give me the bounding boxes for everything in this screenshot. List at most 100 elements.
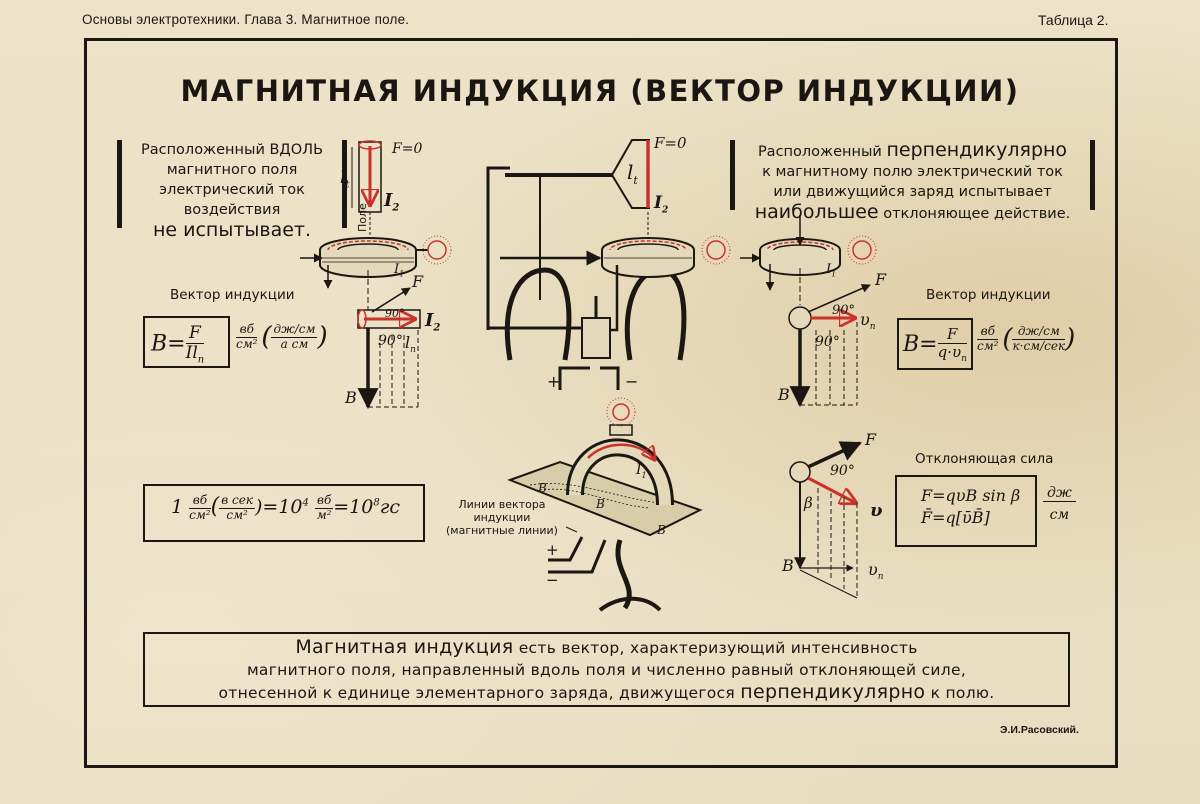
label-lt-center: lt bbox=[627, 160, 638, 187]
right-formula-label: Вектор индукции bbox=[926, 287, 1051, 303]
label-b-magnet-left: B bbox=[538, 481, 547, 495]
force-unit-num: дж bbox=[1043, 485, 1076, 503]
left-formula-num: F bbox=[185, 324, 205, 344]
center-apparatus bbox=[486, 139, 731, 390]
definition-emphasis: Магнитная индукция bbox=[295, 636, 514, 658]
conv-u1-num: вб bbox=[189, 494, 211, 509]
vn-sub: n bbox=[877, 572, 884, 583]
label-field-left: Поле bbox=[356, 203, 369, 232]
i2-text: I bbox=[384, 190, 393, 211]
label-plus-center: + bbox=[547, 372, 561, 391]
i1-text: I bbox=[826, 262, 832, 277]
left-formula-box: B= F Iln bbox=[143, 316, 230, 368]
unit-den: см² bbox=[977, 338, 999, 353]
conv-exp2: 8 bbox=[373, 497, 380, 509]
alt-unit-den: к·см/сек bbox=[1012, 338, 1066, 353]
left-note: Расположенный ВДОЛЬ магнитного поля элек… bbox=[117, 140, 347, 240]
right-note-emphasis: перпендикулярно bbox=[886, 139, 1068, 161]
definition-emphasis-2: перпендикулярно bbox=[740, 681, 926, 703]
right-note-line: или движущийся заряд испытывает bbox=[773, 184, 1052, 200]
conv-u2-num: в сек bbox=[219, 493, 256, 509]
caption-line: Линии вектора bbox=[458, 498, 546, 511]
right-formula-num: F bbox=[937, 326, 967, 344]
lamp-icon bbox=[427, 240, 447, 260]
magnet-caption: Линии вектора индукции (магнитные линии) bbox=[446, 498, 558, 537]
label-ln: ln bbox=[405, 333, 416, 355]
right-formula-box: B= F q·υn bbox=[897, 318, 973, 370]
left-conductor-diagram bbox=[300, 140, 452, 410]
conv-u3-num: вб bbox=[314, 493, 334, 509]
poster-title: МАГНИТНАЯ ИНДУКЦИЯ (ВЕКТОР ИНДУКЦИИ) bbox=[180, 74, 1020, 108]
switch-icon bbox=[581, 317, 611, 359]
label-minus-magnet: − bbox=[546, 571, 559, 589]
label-b-right: B bbox=[778, 385, 790, 404]
label-i1-right: I1 bbox=[826, 262, 836, 279]
i1-sub: 1 bbox=[641, 470, 647, 480]
vn-text: υ bbox=[860, 310, 870, 329]
vn-sub: n bbox=[869, 322, 876, 333]
force-box: F=qυB sin β F̄=q[ῡB̄] bbox=[895, 475, 1037, 547]
header-chapter: Основы электротехники. Глава 3. Магнитно… bbox=[82, 12, 410, 27]
poster-frame bbox=[84, 38, 1118, 768]
label-beta: β bbox=[804, 494, 813, 512]
ln-sub: n bbox=[410, 345, 416, 356]
i2-sub: 2 bbox=[661, 205, 669, 216]
caption-line: (магнитные линии) bbox=[446, 524, 558, 537]
label-plus-magnet: + bbox=[546, 541, 559, 559]
conv-lead: 1 bbox=[171, 496, 184, 518]
conv-eq: =10 bbox=[333, 496, 374, 518]
unit-num: вб bbox=[236, 323, 258, 338]
horseshoe-magnet-diagram bbox=[507, 397, 703, 612]
label-90-right-bottom: 90° bbox=[815, 334, 840, 350]
label-f-zero-left: F=0 bbox=[392, 141, 423, 157]
label-b-magnet-mid: B bbox=[596, 497, 605, 511]
lt-sub: t bbox=[345, 179, 350, 191]
i2-text: I bbox=[425, 310, 434, 331]
force-scalar-formula: F=qυB sin β bbox=[921, 486, 1021, 505]
right-formula-lhs: B= bbox=[903, 332, 938, 358]
left-note-line: электрический ток bbox=[159, 182, 305, 198]
definition-line: к полю. bbox=[930, 684, 995, 702]
lt-sub: t bbox=[633, 174, 638, 187]
label-90-deflect: 90° bbox=[830, 463, 855, 479]
right-formula-den: q·υ bbox=[937, 342, 962, 361]
right-note-prefix: Расположенный bbox=[757, 144, 882, 160]
right-note-line: к магнитному полю электрический ток bbox=[762, 164, 1063, 180]
i2-text: I bbox=[654, 193, 662, 213]
label-i1-left: I1 bbox=[394, 262, 404, 279]
right-note: Расположенный перпендикулярно к магнитно… bbox=[730, 139, 1095, 222]
i1-sub: 1 bbox=[399, 269, 405, 279]
unit-num: вб bbox=[977, 325, 999, 340]
label-i2-left-bottom: I2 bbox=[425, 310, 440, 334]
label-90-left-bottom: 90° bbox=[378, 333, 403, 349]
alt-unit-num: дж/см bbox=[1012, 325, 1066, 340]
alt-unit-num: дж/см bbox=[271, 322, 318, 338]
alt-unit-den: а см bbox=[280, 336, 309, 351]
label-minus-center: − bbox=[625, 372, 639, 391]
i1-text: I bbox=[636, 462, 642, 478]
label-b-left: B bbox=[345, 388, 357, 407]
right-note-emphasis-2: наибольшее bbox=[754, 201, 879, 223]
left-formula-den-sub: n bbox=[197, 354, 205, 366]
label-lt-left: lt bbox=[340, 168, 349, 190]
definition-line: магнитного поля, направленный вдоль поля… bbox=[246, 661, 967, 679]
label-f-left: F bbox=[412, 272, 424, 291]
charge-icon bbox=[788, 306, 812, 330]
definition-line: есть вектор, характеризующий интенсивнос… bbox=[518, 639, 918, 657]
label-b-deflect: B bbox=[782, 556, 794, 575]
label-v: υ bbox=[870, 500, 883, 521]
author-signature: Э.И.Расовский. bbox=[1000, 724, 1079, 736]
i1-sub: 1 bbox=[831, 269, 837, 279]
definition-line: отнесенной к единице элементарного заряд… bbox=[218, 684, 736, 702]
caption-line: индукции bbox=[473, 511, 531, 524]
conv-u3-den: м² bbox=[316, 507, 332, 522]
deflection-diagram bbox=[789, 441, 862, 599]
left-note-line: магнитного поля bbox=[166, 162, 298, 178]
left-note-line: Расположенный ВДОЛЬ bbox=[140, 142, 324, 158]
label-f-right: F bbox=[875, 270, 887, 289]
lt-text: l bbox=[627, 160, 634, 184]
i2-sub: 2 bbox=[392, 202, 400, 214]
